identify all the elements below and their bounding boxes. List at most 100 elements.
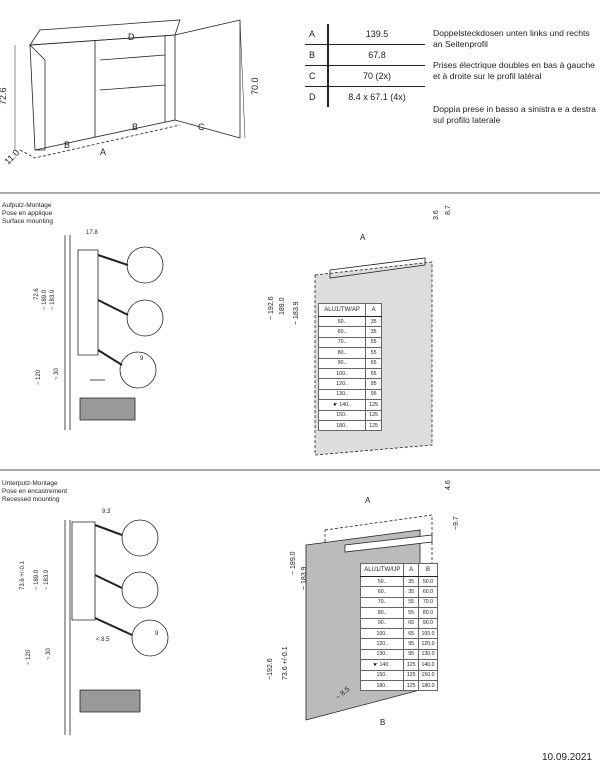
pointing-hand-icon: ☛ (333, 401, 340, 408)
table-cell: 90.0 (417, 617, 439, 629)
recessed-side-view (64, 519, 169, 735)
table-cell: 130.. (317, 388, 367, 401)
table-cell: 120.. (317, 378, 367, 390)
table-cell: 120.. (359, 638, 405, 650)
value: 139.5 (328, 24, 425, 45)
cell-value: 180.. (336, 422, 348, 429)
recessed-heading: Unterputz-Montage Pose en encastrement R… (2, 480, 67, 504)
cell-value: 60.. (377, 589, 387, 596)
cell-value: 70.0 (422, 599, 434, 606)
cell-value: 55 (370, 349, 377, 356)
table-cell: 50.0 (417, 575, 439, 588)
column-header: ALU1/TW/UP (359, 563, 405, 577)
table-cell: 150.0 (417, 669, 439, 681)
table-row: 50..35 (317, 315, 382, 328)
table-cell: 150.. (317, 409, 367, 421)
table-cell: 70.. (317, 336, 367, 349)
cell-value: 120.. (376, 641, 388, 648)
table-row: 130.. 95 (317, 388, 382, 401)
table-cell: 150.. (359, 669, 405, 681)
cell-value: 35 (370, 318, 377, 325)
table-cell: 35 (365, 315, 382, 328)
cell-value: 140.. (339, 401, 351, 408)
dim-8-7: 8.7 (445, 205, 452, 215)
cell-value: 95 (370, 391, 377, 398)
note-fr: Prises électrique doubles en bas à gauch… (433, 60, 595, 81)
surface-heading: Aufputz-Montage Pose en applique Surface… (2, 202, 53, 226)
dim-72-6: 72.6 (0, 87, 8, 105)
cell-value: 95 (408, 641, 415, 648)
heading-fr: Pose en applique (2, 210, 53, 217)
table-row: 120.. 95 120.0 (359, 638, 439, 650)
value: 67.8 (328, 44, 425, 66)
table-row: 80.. 55 (317, 347, 382, 359)
table-cell: 65 (365, 367, 382, 380)
note-it: Doppia prese in basso a sinistra e a des… (433, 104, 596, 125)
cell-value: 125 (369, 401, 378, 408)
cell-value: 80.0 (422, 609, 434, 616)
column-header: A (403, 563, 419, 577)
table-cell: 80.. (317, 347, 367, 359)
cell-value: 120.0 (421, 641, 435, 648)
cell-value: 180.0 (421, 682, 435, 689)
table-row: 150.. 125 150.0 (359, 669, 439, 681)
dim-73-6: 73.6 +/-0.1 (282, 646, 289, 680)
table-row: 150..125 (317, 409, 382, 421)
table-cell: 95 (403, 638, 419, 650)
cell-value: 70.. (377, 599, 387, 606)
column-header: B (417, 563, 439, 577)
cell-value: 150.. (376, 672, 388, 679)
dim-189: ~ 189.0 (34, 569, 40, 590)
dim-192-6: ~192.6 (267, 658, 274, 680)
dim-183-9: ~ 183.9 (301, 566, 308, 590)
table-cell: 125 (403, 679, 419, 692)
dim-a: A (100, 147, 106, 157)
pointing-hand-icon: ☛ (373, 661, 380, 668)
table-cell: 120.0 (417, 638, 439, 650)
date: 10.09.2021 (541, 752, 592, 763)
cell-value: 50.. (377, 578, 387, 585)
cabinet-isometric (14, 19, 246, 159)
dim-b: B (132, 122, 138, 132)
table-row: 90..65 (317, 357, 382, 369)
table-row: 60..35 (317, 326, 382, 338)
key: B (305, 44, 329, 66)
dim-d: D (128, 32, 135, 42)
table-cell: 60.0 (417, 586, 439, 598)
dim-189: ~ 189.0 (42, 289, 48, 310)
cell-value: 95 (408, 651, 415, 658)
table-cell: ☛ 140.. (359, 659, 405, 671)
table-cell: 55 (365, 347, 382, 359)
dim-183-9: ~ 183.9 (44, 569, 50, 590)
cell-value: 35 (370, 329, 377, 336)
cell-value: 35 (408, 578, 415, 585)
table-cell: 95 (365, 388, 382, 401)
cell-value: 100.. (336, 370, 348, 377)
key: A (305, 24, 329, 45)
dim-b: B (380, 718, 385, 727)
table-cell: 180.. (359, 679, 405, 692)
table-row: 120..95 (317, 378, 382, 390)
cell-value: 150.0 (421, 672, 435, 679)
cell-value: 150.. (336, 412, 348, 419)
cell-value: 90.. (337, 360, 347, 367)
cell-value: 140.. (379, 661, 392, 668)
cell-value: 125 (406, 672, 416, 679)
cell-value: 130.. (336, 391, 348, 398)
cell-value: 65 (370, 370, 377, 377)
dim-3-6: 3.6 (433, 210, 440, 220)
cell-value: 55 (408, 609, 415, 616)
table-row: ☛ 140.. 125 (317, 399, 382, 411)
dim-9: 9 (155, 631, 159, 637)
table-cell: 60.. (317, 326, 367, 338)
cell-value: 80.. (337, 349, 347, 356)
